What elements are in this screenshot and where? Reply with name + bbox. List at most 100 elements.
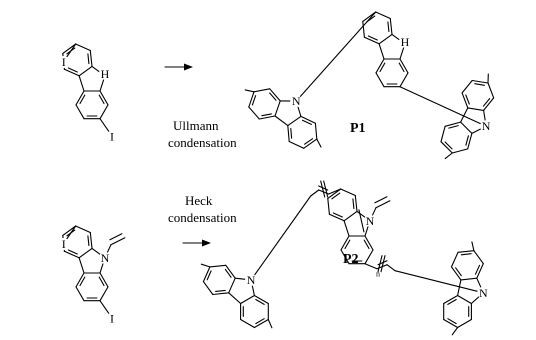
- heck-caption-line2: condensation: [168, 210, 237, 225]
- reactant-vinyl-diiodocarbazole-left-ring-bond: [63, 250, 80, 259]
- p2-central-carbazole-bond: [343, 210, 358, 222]
- p2-vinylene-bond: [310, 189, 320, 197]
- p1-nh-atom: H: [401, 35, 410, 49]
- atom-label-background: [98, 67, 111, 80]
- p2-chain-end: [451, 326, 459, 336]
- reactant-vinyl-diiodocarbazole-right-ring-double-bond: [79, 276, 86, 287]
- p1-right-carbazole-right-ring-bond: [440, 125, 446, 143]
- reactant-diiodocarbazole-right-ring-double-bond: [98, 94, 105, 105]
- molecule-bonds: [62, 11, 495, 336]
- p2-vinylene-bond: [386, 264, 396, 272]
- repeat-unit-subscript: n: [376, 270, 380, 279]
- p1-right-carbazole-right-ring-bond: [467, 132, 473, 150]
- p2-central-carbazole-right-ring-bond: [340, 235, 350, 251]
- p2-vinylene-bond: [328, 188, 342, 195]
- p2-left-carbazole-right-ring-bond: [240, 318, 255, 329]
- atom-label-background: [245, 273, 258, 286]
- p2-vinyl-double-bond: [374, 196, 388, 204]
- p2-right-carbazole-right-ring-double-bond: [447, 318, 457, 325]
- captions: Ullmann condensation Heck condensation P…: [168, 118, 366, 267]
- atom-label-background: [290, 95, 303, 108]
- atom-label-background: [57, 56, 70, 68]
- product-label-p1: P1: [350, 121, 366, 136]
- p1-right-carbazole-left-ring-bond: [483, 97, 495, 111]
- reactant-vinyl-diiodocarbazole-right-ring-bond: [75, 286, 85, 302]
- atom-label-background: [398, 35, 411, 48]
- ullmann-caption-line1: Ullmann: [173, 118, 219, 133]
- p1-central-carbazole-right-ring-double-bond: [398, 62, 405, 73]
- p1-left-carbazole-bond: [274, 115, 289, 127]
- vinyl-double-bond: [109, 233, 123, 241]
- product-label-p2: P2: [343, 252, 359, 267]
- atom-label-background: [106, 130, 118, 143]
- p2-central-n-atom: N: [366, 214, 375, 228]
- p2-right-carbazole-left-ring-bond: [457, 250, 475, 253]
- reactant-diiodocarbazole-bond: [78, 65, 93, 77]
- p1-left-carbazole-left-ring-bond: [269, 88, 281, 102]
- reactant-vinyl-diiodocarbazole-right-ring-bond: [99, 286, 109, 302]
- p1-right-carbazole-left-ring-double-bond: [474, 83, 485, 86]
- reactant-vinyl-diiodocarbazole-left-ring-bond: [89, 231, 93, 249]
- p1-left-carbazole-right-ring-bond: [300, 115, 316, 124]
- reactant-diiodocarbazole-right-ring-bond: [99, 104, 109, 120]
- p1-right-carbazole-left-ring-bond: [461, 79, 473, 94]
- p1-right-carbazole-right-ring-bond: [444, 121, 462, 127]
- p1-left-carbazole-right-ring-bond: [288, 140, 305, 149]
- p2-left-carbazole-left-ring-bond: [209, 264, 227, 268]
- heck-caption-line1: Heck: [185, 193, 213, 208]
- p1-central-carbazole-right-ring-bond: [399, 72, 409, 88]
- reactant-diiodocarbazole-left-ring-bond: [89, 49, 93, 67]
- p2-repeat-bracket: [320, 180, 326, 198]
- p1-central-carbazole-right-ring-bond: [375, 72, 385, 88]
- p1-central-carbazole-right-ring-double-bond: [379, 62, 386, 73]
- p1-right-carbazole-right-ring-double-bond: [448, 125, 459, 129]
- p2-chain-end: [267, 318, 273, 329]
- p1-left-carbazole-left-ring-double-bond: [251, 95, 257, 106]
- reactant-diiodocarbazole-right-ring-double-bond: [79, 94, 86, 105]
- p1-left-carbazole-right-ring-double-bond: [304, 138, 314, 145]
- atom-label-background: [106, 312, 118, 325]
- p1-left-carbazole-right-ring-bond: [314, 122, 318, 140]
- p1-right-carbazole-left-ring-bond: [487, 82, 495, 99]
- p1-left-carbazole-bond: [274, 100, 281, 117]
- p2-central-carbazole-left-ring-bond: [354, 194, 358, 212]
- p1-central-carbazole-left-ring-bond: [362, 11, 377, 22]
- p1-chain-end: [444, 152, 453, 160]
- p2-chain-end: [200, 263, 211, 268]
- p1-central-carbazole-bond: [378, 33, 393, 45]
- p2-left-carbazole-right-ring-bond: [253, 318, 269, 329]
- p1-left-carbazole-left-ring-bond: [248, 106, 260, 120]
- p2-central-carbazole-left-ring-double-bond: [332, 212, 343, 218]
- reactant-diiodocarbazole-left-ring-bond: [63, 68, 80, 77]
- nh-atom: H: [101, 67, 110, 81]
- p2-right-carbazole-right-ring-double-bond: [447, 298, 457, 305]
- p2-vinylene-bond: [364, 263, 378, 270]
- reactant-vinyl-diiodocarbazole-right-ring-bond: [75, 272, 85, 288]
- p2-right-carbazole-left-ring-bond: [476, 263, 484, 279]
- p2-repeat-bracket: [377, 255, 383, 273]
- p1-left-carbazole-right-ring-bond: [287, 125, 290, 143]
- reactant-vinyl-diiodocarbazole-bond: [78, 247, 93, 259]
- atom-label-background: [363, 214, 376, 227]
- p2-right-carbazole-bond: [457, 294, 472, 305]
- p2-right-carbazole-left-ring-double-bond: [455, 267, 462, 277]
- p1-right-carbazole-right-ring-double-bond: [444, 141, 453, 150]
- p2-right-carbazole-left-ring-double-bond: [460, 253, 472, 256]
- p2-central-carbazole-right-ring-double-bond: [363, 239, 370, 250]
- p2-vinylene-bond: [394, 270, 484, 294]
- atom-label-background: [477, 286, 490, 299]
- p2-central-carbazole-left-ring-double-bond: [352, 198, 355, 210]
- p2-left-carbazole-bond: [240, 294, 255, 305]
- p2-right-carbazole-bond: [457, 279, 462, 297]
- p1-left-carbazole-bond: [287, 115, 302, 127]
- ullmann-arrowhead: [184, 63, 193, 71]
- p1-n-atom: N: [292, 94, 301, 108]
- p1-central-carbazole-right-ring-bond: [399, 58, 409, 74]
- p1-right-carbazole-left-ring-bond: [461, 92, 469, 109]
- p1-left-carbazole-right-ring-bond: [303, 138, 318, 149]
- iodine-atom: I: [110, 130, 114, 144]
- p2-left-carbazole-right-ring-double-bond: [255, 298, 265, 305]
- p1-right-carbazole-right-ring-double-bond: [465, 135, 469, 146]
- p2-n-atom: N: [479, 286, 488, 300]
